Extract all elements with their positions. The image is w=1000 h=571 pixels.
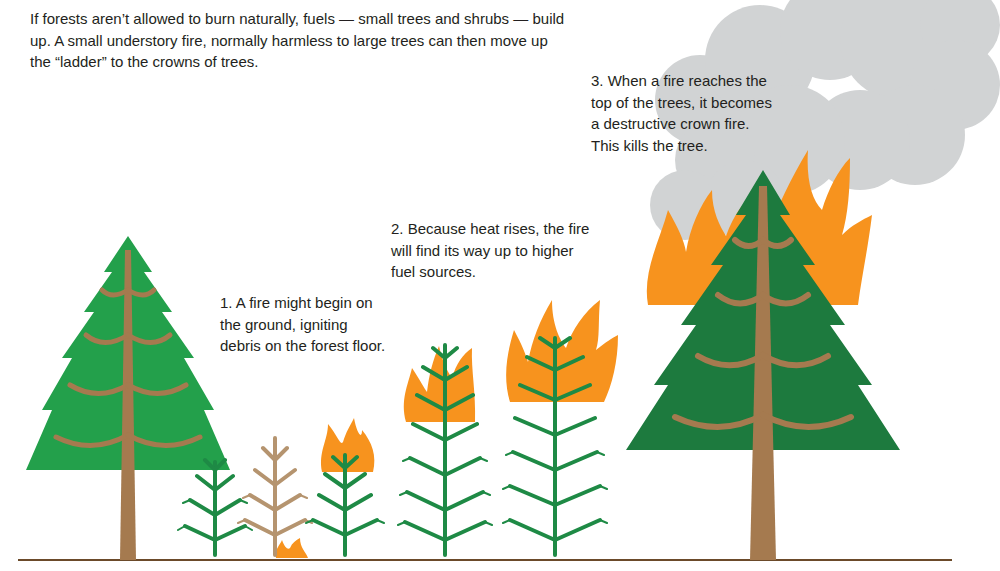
shrub-twigs (398, 458, 492, 525)
shrub (398, 345, 492, 555)
branch (763, 295, 808, 304)
shrub-twigs (178, 500, 252, 530)
shrub (178, 460, 252, 555)
branch (128, 435, 200, 446)
shrub-branches (245, 448, 305, 535)
branch (698, 355, 763, 365)
shrub-stem (443, 345, 447, 555)
step-note: 3. When a fire reaches the top of the tr… (591, 70, 773, 156)
label-holder: If forests aren’t allowed to burn natura… (30, 8, 570, 73)
step-note: 2. Because heat rises, the fire will fin… (391, 218, 591, 283)
label-holder: 3. When a fire reaches the top of the tr… (591, 70, 773, 156)
shrub (503, 338, 607, 555)
branch (763, 355, 828, 365)
branch (128, 290, 154, 295)
branch (675, 415, 763, 427)
branch (128, 335, 170, 343)
ground-line (18, 559, 952, 561)
branch (102, 290, 128, 295)
branch (735, 240, 763, 246)
label-holder: 1. A fire might begin on the ground, ign… (220, 292, 388, 357)
step-note: 1. A fire might begin on the ground, ign… (220, 292, 388, 357)
shrub-branches (405, 348, 485, 540)
branch (763, 240, 791, 246)
ground-flame (276, 538, 308, 558)
branch (86, 335, 128, 343)
intro-note: If forests aren’t allowed to burn natura… (30, 8, 570, 73)
shrub-branches (313, 457, 377, 535)
tree-branches (675, 240, 851, 427)
tree-branches (56, 290, 200, 446)
branch (763, 415, 851, 427)
shrub-twigs (503, 452, 607, 523)
branch (718, 295, 763, 304)
shrub-flame (404, 346, 475, 422)
branch (128, 385, 186, 394)
dead-shrub (238, 438, 312, 555)
shrub (306, 455, 384, 555)
tree-trunk (120, 250, 136, 560)
shrub-twigs (238, 495, 312, 523)
label-holder: 2. Because heat rises, the fire will fin… (391, 218, 591, 283)
branch (56, 435, 128, 446)
shrub-stem (273, 438, 277, 555)
shrub-branches (185, 460, 245, 540)
branch (70, 385, 128, 394)
shrub-branches (510, 338, 600, 540)
shrub-twigs (306, 520, 384, 523)
